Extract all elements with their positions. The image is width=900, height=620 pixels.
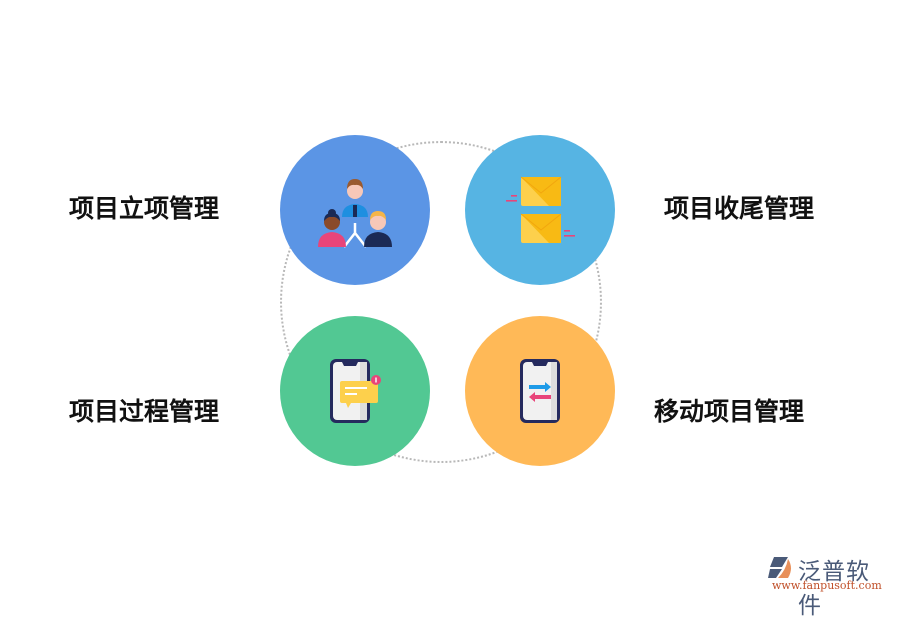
logo-mark-icon [768, 557, 791, 578]
phone-message-icon [330, 359, 381, 423]
label-mobile-project: 移动项目管理 [654, 397, 805, 426]
phone-transfer-icon [520, 359, 560, 423]
label-project-process: 项目过程管理 [69, 397, 220, 426]
circle-project-process [280, 316, 430, 466]
circle-project-initiation [280, 135, 430, 285]
envelopes-icon [506, 176, 575, 243]
team-hierarchy-icon [318, 179, 392, 248]
logo-url: www.fanpusoft.com [772, 579, 882, 592]
dotted-connector-ring [280, 141, 602, 463]
circle-project-closing [465, 135, 615, 285]
label-project-closing: 项目收尾管理 [664, 194, 815, 223]
label-project-initiation: 项目立项管理 [69, 194, 220, 223]
fanpusoft-logo: 泛普软件 www.fanpusoft.com [768, 552, 893, 619]
circle-mobile-project [465, 316, 615, 466]
